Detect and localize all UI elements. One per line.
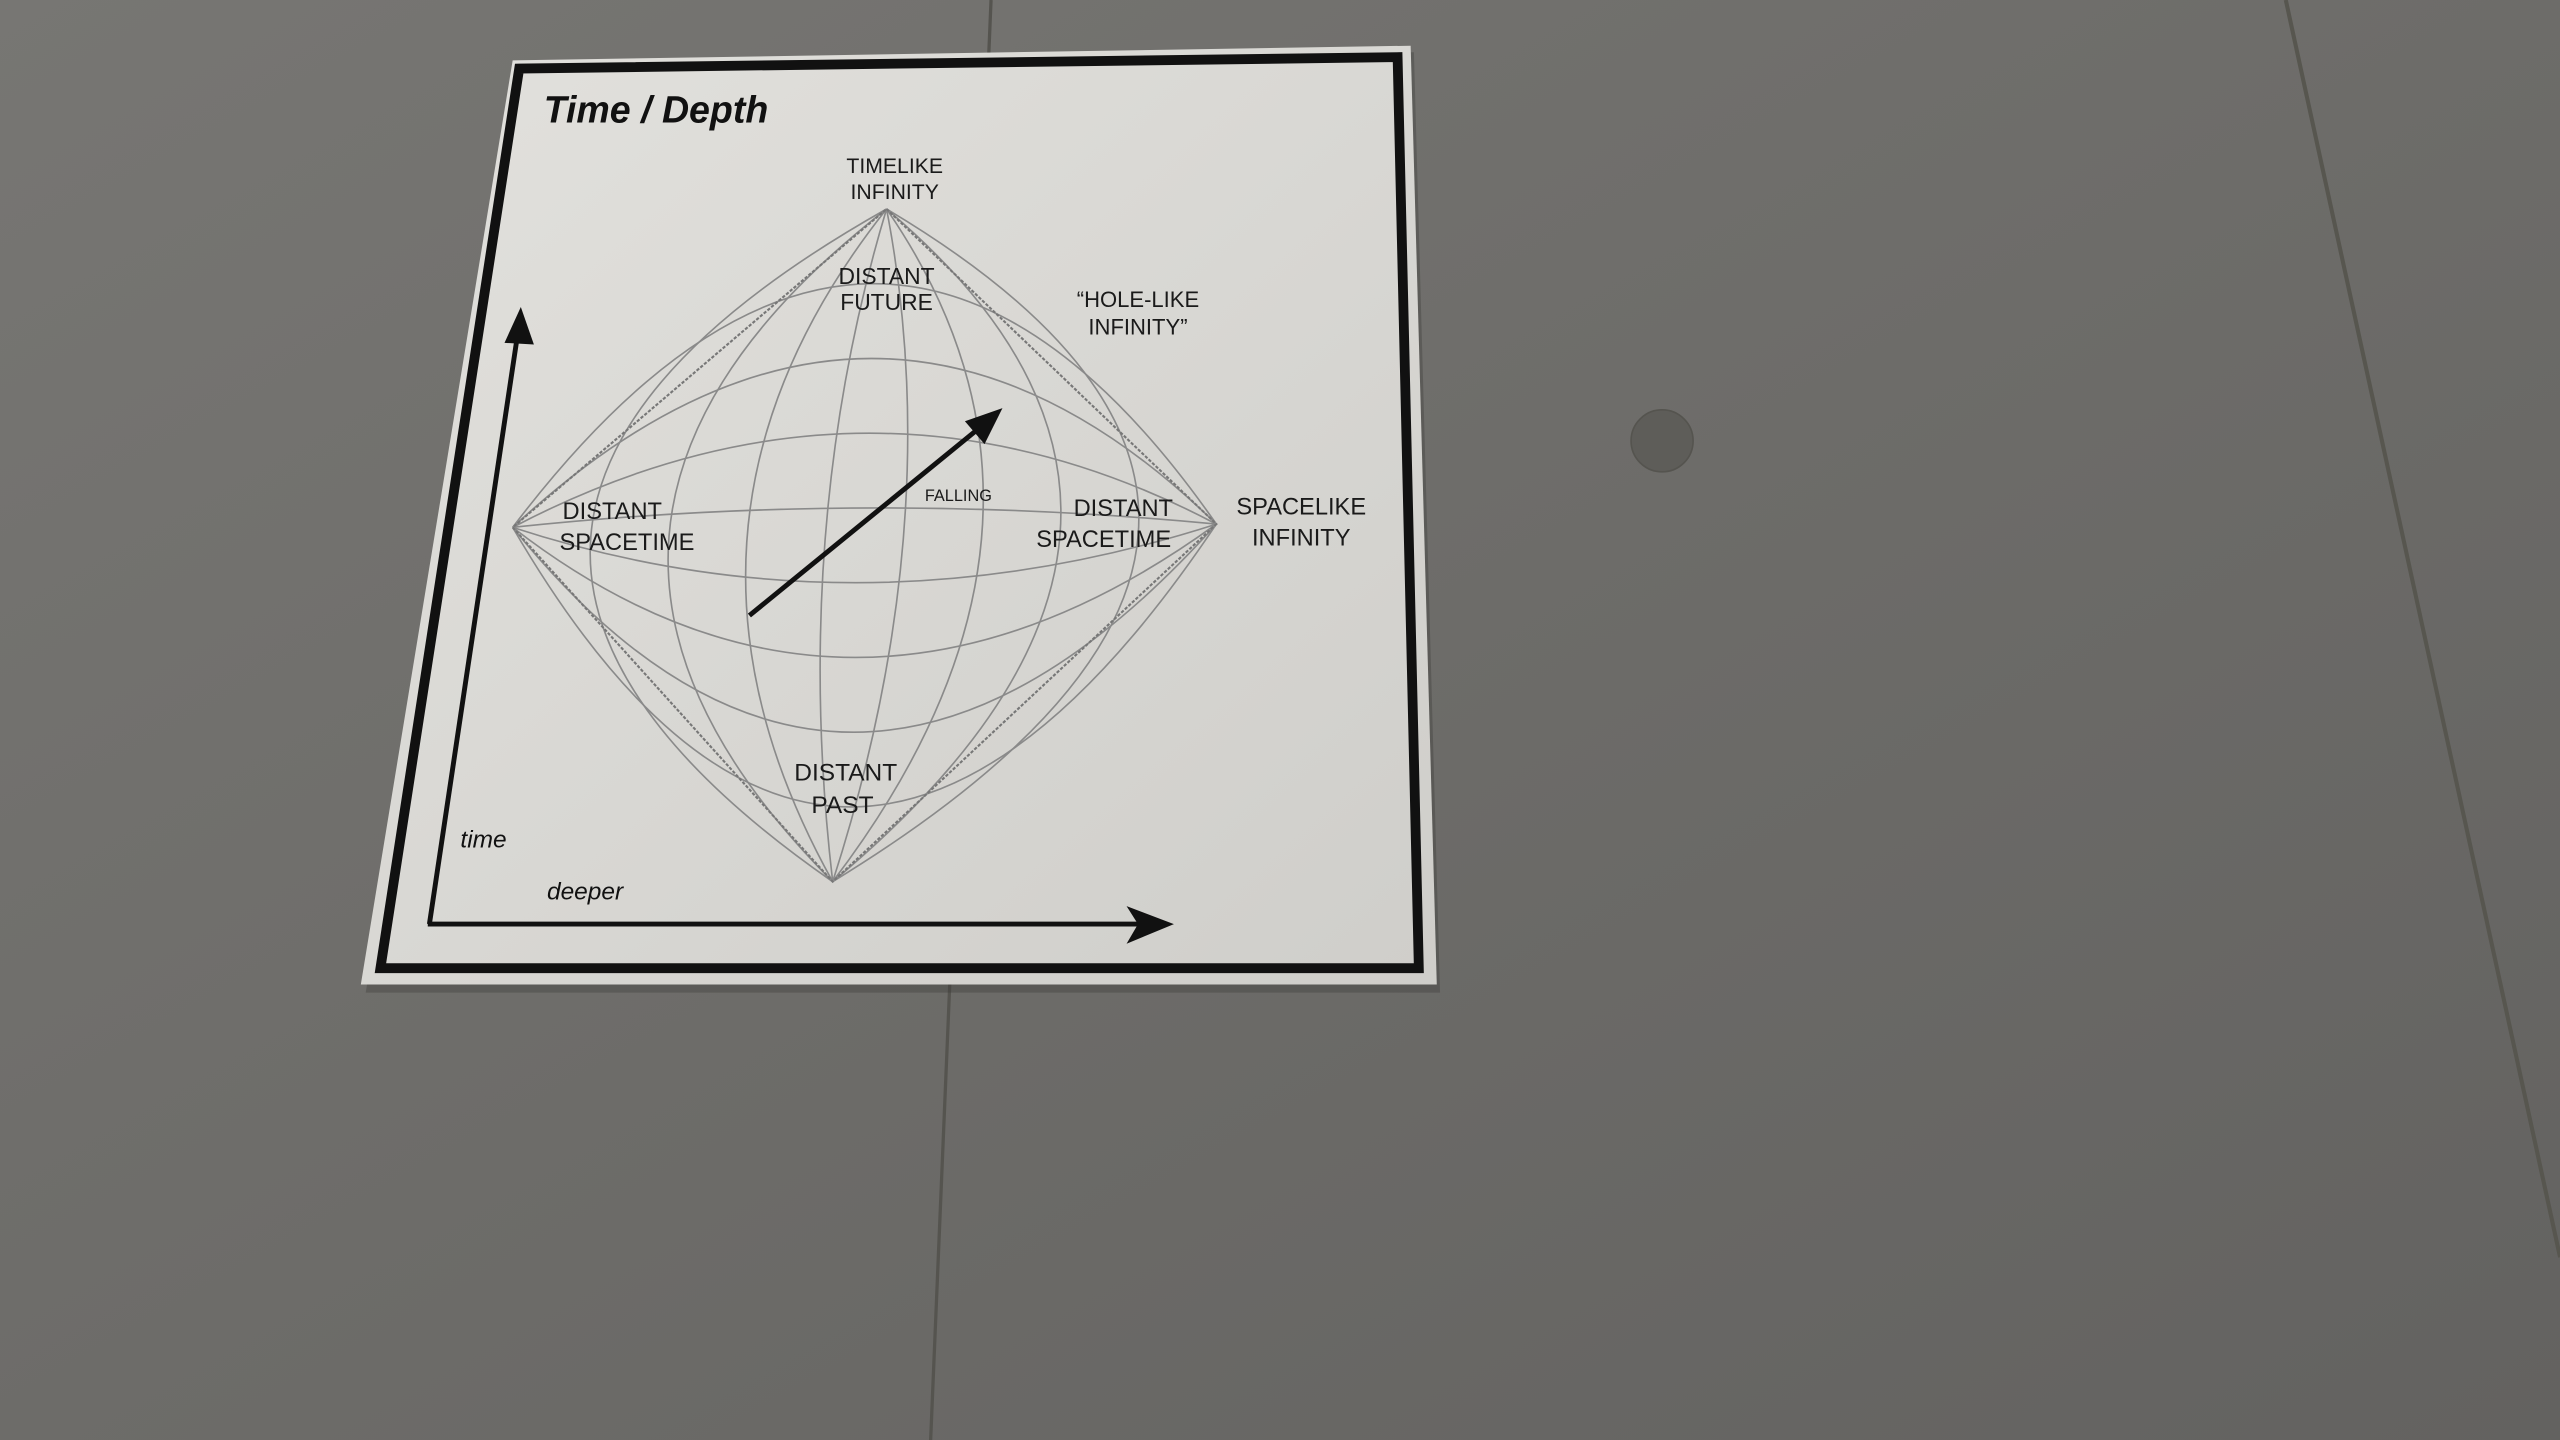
- grid-line-horizontal: [512, 432, 1217, 529]
- grid-line-horizontal: [512, 283, 1218, 528]
- falling-label: FALLING: [925, 487, 992, 505]
- grid-line-vertical: [744, 208, 888, 883]
- grid-line-vertical: [589, 208, 887, 883]
- slab-seam: [2283, 0, 2560, 1258]
- grid-line-vertical: [832, 208, 984, 883]
- floor-hole: [1630, 408, 1694, 473]
- poster-border: [374, 52, 1424, 974]
- grid-line-vertical: [832, 208, 1062, 883]
- deeper-axis-label: deeper: [547, 879, 624, 906]
- grid-line-vertical: [831, 208, 909, 882]
- diagram-outline: [511, 207, 1218, 884]
- grid-line-horizontal: [512, 357, 1217, 528]
- diagram-grid: [511, 208, 1218, 883]
- poster-paper: [360, 45, 1437, 985]
- grid-line-vertical: [819, 208, 888, 882]
- time-axis: [426, 306, 534, 925]
- time-axis-label: time: [460, 826, 506, 853]
- grid-line-horizontal: [511, 523, 1218, 808]
- grid-line-horizontal: [512, 523, 1217, 733]
- grid-line-horizontal: [512, 523, 1217, 584]
- grid-line-horizontal: [512, 507, 1217, 529]
- falling-arrow: [747, 408, 1003, 618]
- grid-line-vertical: [832, 208, 1140, 883]
- grid-line-horizontal: [512, 523, 1217, 659]
- grid-line-vertical: [667, 208, 888, 883]
- deeper-axis: [427, 906, 1174, 944]
- poster-title: Time / Depth: [544, 88, 769, 130]
